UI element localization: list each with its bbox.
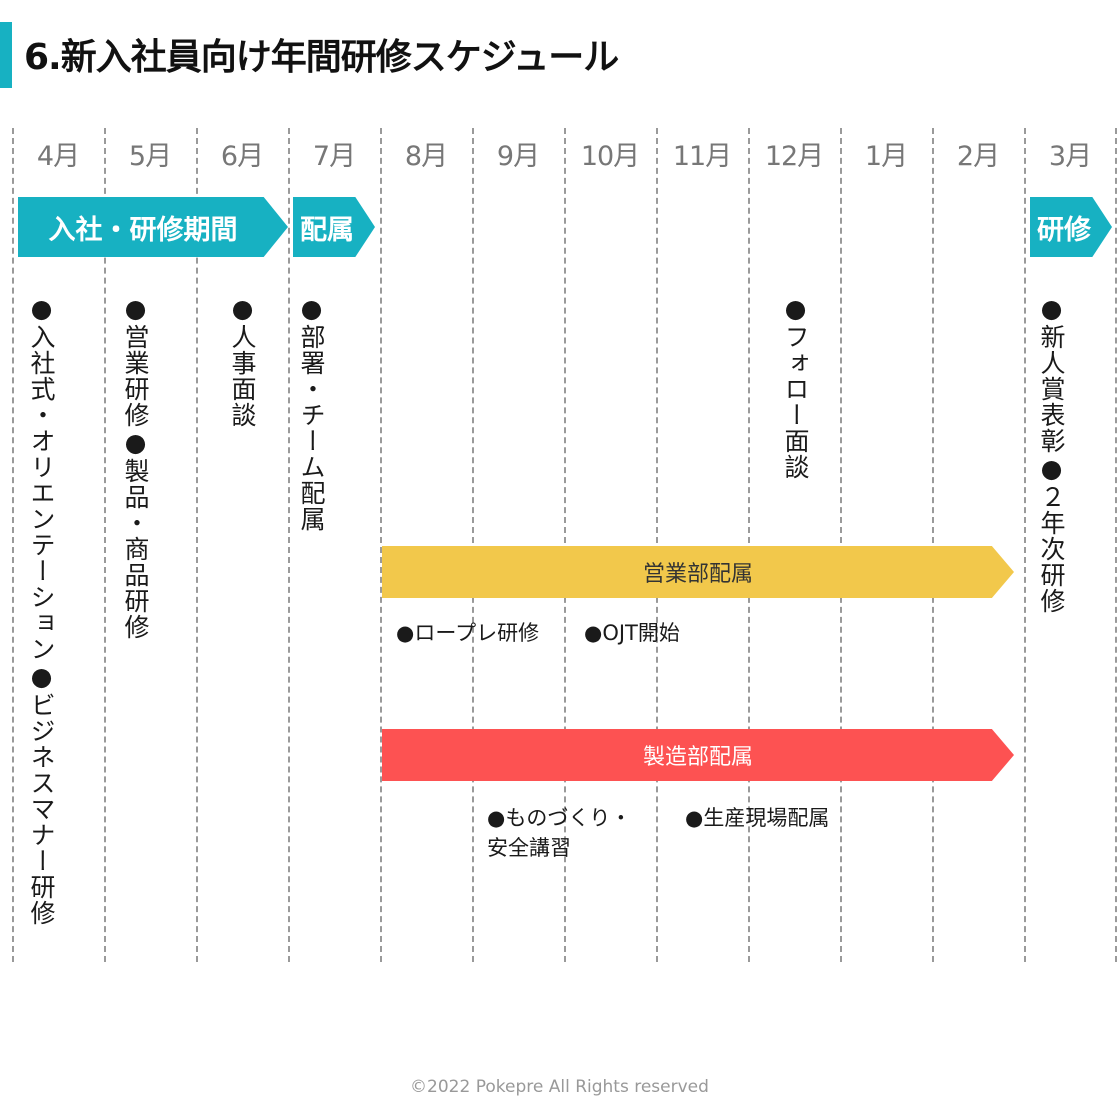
- sales-assignment-arrow: 営業部配属: [382, 546, 1014, 598]
- month-label: 5月: [128, 141, 172, 172]
- training-phase-label: 研修: [1037, 214, 1091, 246]
- assignment-phase-arrow: 配属: [293, 197, 375, 257]
- month-label: 8月: [404, 141, 448, 172]
- sales-roleplay-event: ●ロープレ研修: [396, 621, 540, 645]
- grid-line: [656, 128, 658, 962]
- manufacturing-safety-line1: ●ものづくり・: [487, 806, 632, 830]
- event-july: ●部署・チーム配属: [297, 294, 326, 532]
- grid-line: [380, 128, 382, 962]
- event-may: ●営業研修●製品・商品研修: [121, 294, 150, 640]
- assignment-phase-label: 配属: [300, 214, 354, 246]
- event-dec-follow-up: ●フォロー面談: [781, 294, 810, 480]
- grid-line: [1024, 128, 1026, 962]
- event-apr-manners: ●ビジネスマナー研修: [27, 662, 56, 926]
- copyright-footer: ©2022 Pokepre All Rights reserved: [410, 1077, 709, 1097]
- grid-line: [1115, 128, 1117, 962]
- event-june: ●人事面談: [228, 294, 257, 428]
- event-apr-orientation: ●入社式・オリエンテーション: [27, 294, 56, 662]
- grid-line: [748, 128, 750, 962]
- event-may-sales-training: ●営業研修: [121, 294, 150, 428]
- event-jun-hr-interview: ●人事面談: [228, 294, 257, 428]
- grid-line: [840, 128, 842, 962]
- month-label: 12月: [764, 141, 824, 172]
- event-mar-second-year: ●２年次研修: [1037, 454, 1066, 614]
- month-label: 1月: [864, 141, 908, 172]
- event-march: ●新人賞表彰●２年次研修: [1037, 294, 1066, 614]
- training-phase-arrow: 研修: [1030, 197, 1112, 257]
- grid-line: [196, 128, 198, 962]
- grid-line: [564, 128, 566, 962]
- page-title: 6.新入社員向け年間研修スケジュール: [24, 37, 619, 78]
- month-label: 10月: [580, 141, 640, 172]
- onboarding-phase-arrow: 入社・研修期間: [18, 197, 288, 257]
- month-label: 7月: [312, 141, 356, 172]
- onboarding-phase-label: 入社・研修期間: [48, 214, 238, 246]
- grid-line: [932, 128, 934, 962]
- event-december: ●フォロー面談: [781, 294, 810, 480]
- grid-line: [12, 128, 14, 962]
- month-label: 3月: [1048, 141, 1092, 172]
- title-accent-bar: [0, 22, 12, 88]
- month-label: 4月: [36, 141, 80, 172]
- manufacturing-assignment-label: 製造部配属: [642, 745, 753, 770]
- grid-line: [104, 128, 106, 962]
- month-label: 11月: [672, 141, 732, 172]
- event-mar-award: ●新人賞表彰: [1037, 294, 1066, 454]
- manufacturing-safety-event: ●ものづくり・ 安全講習: [487, 803, 631, 863]
- event-jul-team-assignment: ●部署・チーム配属: [297, 294, 326, 532]
- sales-ojt-event: ●OJT開始: [584, 621, 680, 645]
- month-label: 9月: [496, 141, 540, 172]
- month-label: 6月: [220, 141, 264, 172]
- month-label: 2月: [956, 141, 1000, 172]
- manufacturing-assignment-arrow: 製造部配属: [382, 729, 1014, 781]
- event-april: ●入社式・オリエンテーション●ビジネスマナー研修: [27, 294, 56, 926]
- sales-assignment-label: 営業部配属: [642, 562, 753, 587]
- grid-line: [472, 128, 474, 962]
- manufacturing-floor-event: ●生産現場配属: [685, 806, 830, 830]
- event-may-product-training: ●製品・商品研修: [121, 428, 150, 640]
- grid-line: [288, 128, 290, 962]
- manufacturing-safety-line2: 安全講習: [487, 836, 571, 860]
